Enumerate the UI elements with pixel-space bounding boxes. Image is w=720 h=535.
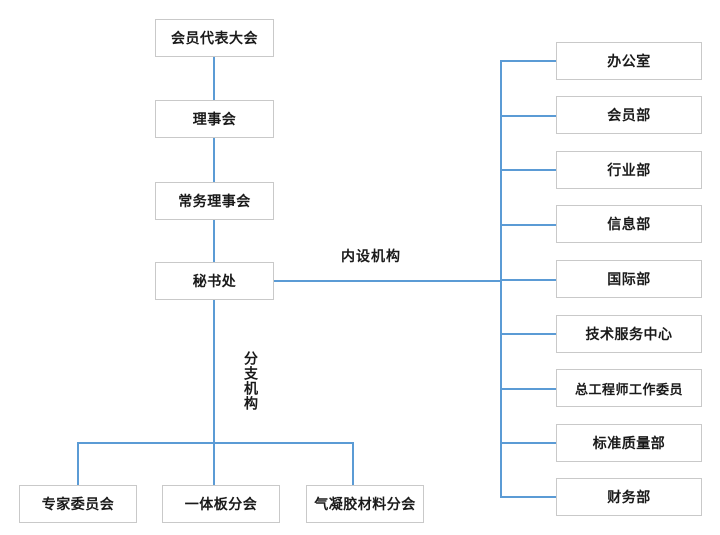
node-assembly[interactable]: 会员代表大会 bbox=[155, 19, 274, 57]
stub-international bbox=[500, 279, 557, 281]
stub-standard-quality bbox=[500, 442, 557, 444]
node-standard-quality[interactable]: 标准质量部 bbox=[556, 424, 702, 462]
connector-bar-to-aerogel bbox=[352, 442, 354, 486]
node-expert-committee[interactable]: 专家委员会 bbox=[19, 485, 137, 523]
caption-internal-departments: 内设机构 bbox=[341, 249, 401, 265]
node-secretariat[interactable]: 秘书处 bbox=[155, 262, 274, 300]
connector-secretariat-to-branch-bar bbox=[213, 300, 215, 443]
stub-membership bbox=[500, 115, 557, 117]
stub-office bbox=[500, 60, 557, 62]
node-industry[interactable]: 行业部 bbox=[556, 151, 702, 189]
node-office[interactable]: 办公室 bbox=[556, 42, 702, 80]
node-membership[interactable]: 会员部 bbox=[556, 96, 702, 134]
connector-secretariat-to-internal-spine bbox=[274, 280, 502, 282]
stub-chief-engineer-committee bbox=[500, 388, 557, 390]
stub-industry bbox=[500, 169, 557, 171]
connector-assembly-to-council bbox=[213, 57, 215, 100]
stub-information bbox=[500, 224, 557, 226]
branch-horizontal-bar bbox=[77, 442, 354, 444]
node-council[interactable]: 理事会 bbox=[155, 100, 274, 138]
connector-bar-to-integrated-board bbox=[213, 442, 215, 486]
node-tech-service-center[interactable]: 技术服务中心 bbox=[556, 315, 702, 353]
node-standing-council[interactable]: 常务理事会 bbox=[155, 182, 274, 220]
caption-branch-organizations: 分支机构 bbox=[242, 351, 258, 411]
stub-tech-service-center bbox=[500, 333, 557, 335]
node-chief-engineer-committee[interactable]: 总工程师工作委员 bbox=[556, 369, 702, 407]
node-aerogel-material-branch[interactable]: 气凝胶材料分会 bbox=[306, 485, 424, 523]
connector-standing-to-secretariat bbox=[213, 220, 215, 262]
stub-finance bbox=[500, 496, 557, 498]
connector-council-to-standing bbox=[213, 138, 215, 182]
node-finance[interactable]: 财务部 bbox=[556, 478, 702, 516]
connector-bar-to-expert-committee bbox=[77, 442, 79, 486]
node-information[interactable]: 信息部 bbox=[556, 205, 702, 243]
node-integrated-board-branch[interactable]: 一体板分会 bbox=[162, 485, 280, 523]
node-international[interactable]: 国际部 bbox=[556, 260, 702, 298]
